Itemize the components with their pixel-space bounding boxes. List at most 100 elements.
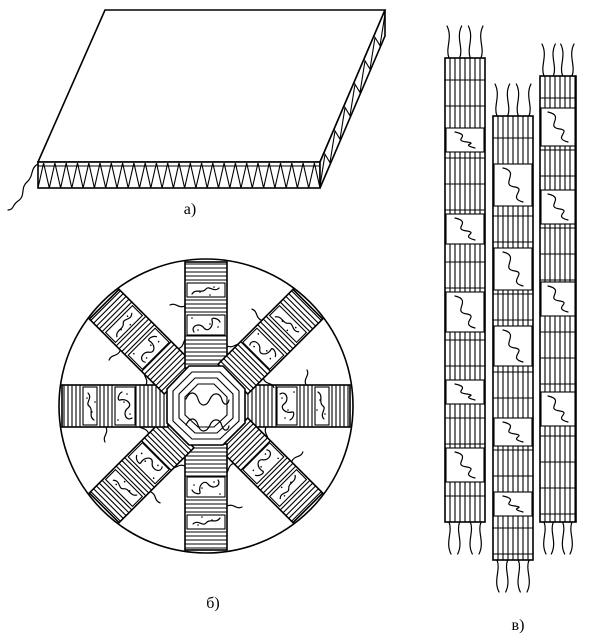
chain-squiggle: [454, 131, 476, 149]
lamella-line: [234, 434, 266, 466]
panel-b-radial-structure: [58, 258, 354, 554]
chain-squiggle: [547, 111, 569, 143]
amorphous-block: [186, 314, 226, 336]
lamella-line: [279, 479, 311, 511]
lamella-line: [152, 428, 184, 460]
amorphous-block: [127, 441, 171, 485]
stipple-dot: [283, 495, 286, 497]
chain-squiggle: [117, 391, 133, 420]
stipple-dot: [260, 466, 262, 468]
lamella-line: [121, 460, 152, 491]
amorphous-block: [276, 386, 298, 426]
stipple-dot: [150, 344, 152, 346]
chain-squiggle: [502, 329, 524, 363]
stipple-dot: [123, 480, 126, 483]
stipple-dot: [120, 328, 122, 331]
chain-squiggle: [192, 317, 221, 333]
lamella-line: [90, 290, 121, 321]
lamella-line: [220, 361, 251, 392]
stipple-dot: [129, 323, 132, 326]
lamella-line: [146, 434, 178, 466]
stipple-dot: [86, 397, 88, 399]
chain-squiggle: [279, 474, 296, 500]
dangling-chain-bottom: [561, 521, 566, 555]
lamella-line: [93, 293, 124, 324]
dangling-chain-bottom: [496, 559, 500, 593]
dangling-chain-bottom: [550, 521, 555, 555]
amorphous-block: [445, 447, 485, 483]
sheet-side-zigzag: [319, 13, 386, 187]
stipple-dot: [129, 413, 131, 415]
caption-b: б): [206, 595, 219, 612]
lamella-line: [240, 440, 271, 471]
dangling-chain-top: [467, 25, 472, 59]
chain-squiggle: [502, 495, 524, 513]
fibril-column: [492, 83, 534, 593]
lamella-line: [144, 437, 175, 468]
side-zigzag-line: [319, 13, 386, 187]
chain-squiggle: [547, 395, 569, 423]
dangling-chain-bottom: [526, 559, 530, 593]
lamella-line: [285, 296, 316, 327]
lamella-line: [96, 485, 127, 516]
lamella-line: [288, 488, 319, 519]
chain-squiggle: [87, 392, 95, 421]
lamella-line: [231, 431, 263, 463]
lamella-line: [121, 321, 152, 352]
amorphous-block: [127, 327, 171, 371]
lamella-line: [260, 321, 291, 352]
stipple-dot: [266, 350, 268, 352]
lamella-line: [101, 301, 133, 333]
chain-squiggle: [502, 167, 524, 203]
amorphous-block: [540, 391, 576, 427]
lamella-line: [265, 315, 297, 347]
stipple-dot: [191, 317, 193, 319]
stipple-dot: [201, 516, 203, 518]
stipple-dot: [140, 452, 143, 455]
stipple-dot: [209, 323, 211, 325]
lamella-line: [262, 318, 294, 350]
panel-c-vertical-columns: [444, 25, 577, 593]
dangling-chain-top: [480, 25, 484, 59]
chain-squiggle: [454, 383, 476, 401]
lamella-line: [257, 324, 288, 355]
caption-c: в): [512, 617, 525, 634]
stipple-dot: [193, 484, 195, 486]
spoke: [243, 369, 351, 442]
lamella-line: [141, 440, 172, 471]
center-octagon: [166, 365, 246, 446]
dangling-chain-bottom: [543, 521, 547, 555]
amorphous-block: [493, 417, 533, 447]
stipple-dot: [115, 483, 117, 486]
lamella-line: [237, 437, 268, 468]
loose-chain-end: [108, 349, 122, 361]
lamella-line: [262, 462, 294, 494]
lamella-line: [231, 349, 263, 381]
stipple-dot: [157, 340, 160, 343]
amorphous-block: [493, 491, 533, 517]
panel-a-layered-sheet: [7, 9, 387, 211]
stipple-dot: [219, 493, 221, 495]
stipple-dot: [264, 453, 267, 455]
lamella-line: [90, 491, 121, 522]
amorphous-block: [493, 325, 533, 367]
amorphous-block: [186, 514, 226, 530]
stipple-dot: [257, 333, 260, 335]
spoke: [61, 370, 169, 443]
stipple-dot: [152, 477, 155, 479]
stipple-dot: [281, 397, 283, 399]
lamella-line: [285, 485, 316, 516]
stipple-dot: [128, 490, 131, 492]
lamella-line: [279, 301, 311, 333]
spoke: [88, 288, 196, 396]
lamella-line: [234, 346, 266, 378]
lamella-line: [240, 341, 271, 372]
stipple-dot: [290, 481, 292, 484]
stipple-dot: [324, 413, 326, 415]
dangling-chain-top: [506, 83, 511, 117]
lamella-line: [96, 296, 127, 327]
amorphous-block: [540, 281, 576, 317]
lamella-line: [223, 358, 254, 389]
lamella-line: [288, 293, 319, 324]
lamella-line: [141, 341, 172, 372]
